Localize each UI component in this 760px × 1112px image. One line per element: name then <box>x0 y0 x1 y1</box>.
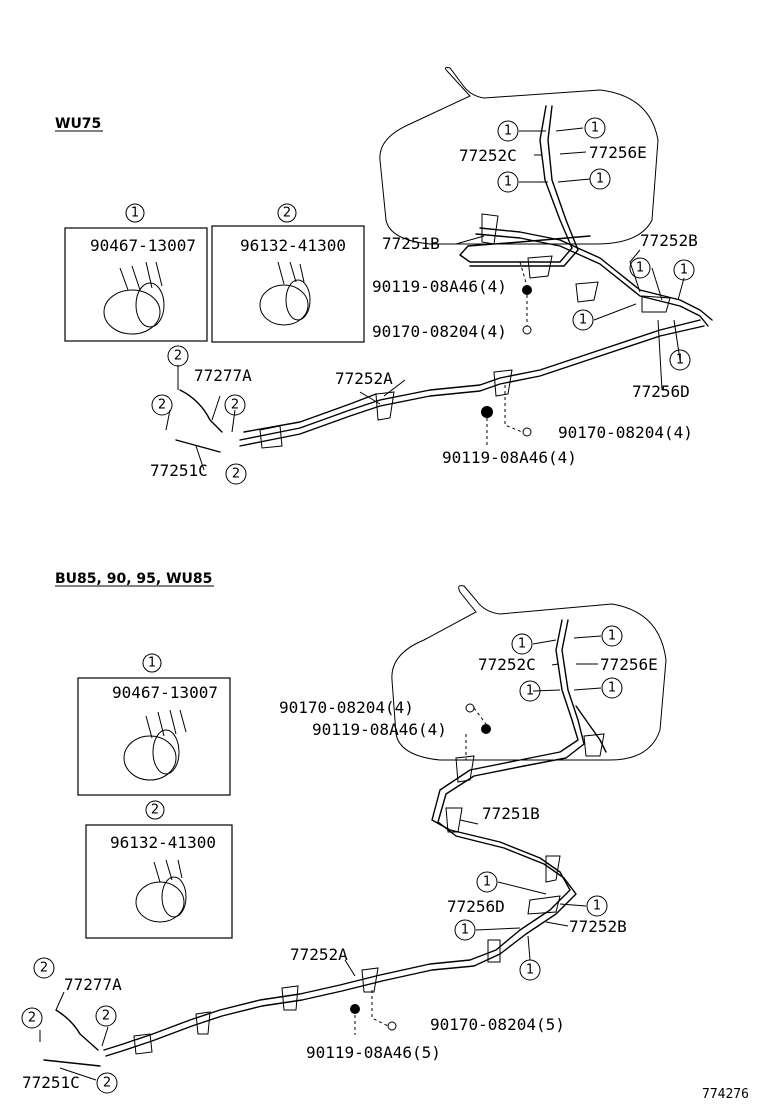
bolt-marker <box>481 406 493 418</box>
clamp-icon <box>123 709 187 781</box>
clamp-icon <box>259 261 311 326</box>
part-label-77252B: 77252B <box>640 231 698 250</box>
part-label-77251B: 77251B <box>382 234 440 253</box>
detail-box <box>211 225 365 343</box>
part-label-bolt: 90119-08A46(5) <box>306 1043 441 1062</box>
svg-text:2: 2 <box>103 1076 111 1091</box>
callout-circle <box>125 203 145 223</box>
svg-text:2: 2 <box>158 398 166 413</box>
bolt-marker <box>522 285 532 295</box>
svg-text:1: 1 <box>608 629 616 644</box>
clamp-detail-box-1: 1 90467-13007 <box>77 653 231 796</box>
nut-marker <box>522 427 532 437</box>
fuel-tank-outline <box>379 67 659 245</box>
part-label-bolt: 90119-08A46(4) <box>442 448 577 467</box>
part-label-bolt: 90119-08A46(4) <box>312 720 447 739</box>
nut-marker <box>465 703 475 713</box>
part-label-77252C: 77252C <box>478 655 536 674</box>
clamp-detail-box-2: 2 96132-41300 <box>211 203 365 343</box>
part-label-77252B: 77252B <box>569 917 627 936</box>
clamp-part-number: 90467-13007 <box>112 683 218 702</box>
svg-text:2: 2 <box>28 1011 36 1026</box>
svg-text:1: 1 <box>591 121 599 136</box>
callout-number: 2 <box>283 206 291 221</box>
nut-marker <box>522 325 532 335</box>
leader-lines <box>39 635 602 1081</box>
svg-text:2: 2 <box>102 1009 110 1024</box>
svg-text:1: 1 <box>593 899 601 914</box>
brake-tube-assembly-bottom <box>43 619 607 1067</box>
part-label-77277A: 77277A <box>64 975 122 994</box>
svg-text:2: 2 <box>40 961 48 976</box>
part-label-77251C: 77251C <box>22 1073 80 1092</box>
section-bu85: BU85, 90, 95, WU85 1 90467-13007 2 96132… <box>21 571 667 1094</box>
part-label-bolt: 90119-08A46(4) <box>372 277 507 296</box>
callout-number: 1 <box>131 206 139 221</box>
part-label-77252C: 77252C <box>459 146 517 165</box>
leader-dashed <box>354 707 487 1035</box>
part-label-77256E: 77256E <box>589 143 647 162</box>
part-label-77252A: 77252A <box>290 945 348 964</box>
svg-text:1: 1 <box>461 923 469 938</box>
svg-text:1: 1 <box>676 353 684 368</box>
section-wu75: WU75 1 90467-13007 2 96132-41300 <box>55 67 713 485</box>
detail-box <box>77 677 231 796</box>
svg-text:2: 2 <box>232 467 240 482</box>
part-label-77256D: 77256D <box>447 897 505 916</box>
nut-marker <box>387 1021 397 1031</box>
callouts-bottom: 1 1 1 1 1 1 1 1 2 2 2 2 <box>21 625 623 1094</box>
detail-box <box>64 227 208 342</box>
part-label-nut: 90170-08204(5) <box>430 1015 565 1034</box>
part-label-nut: 90170-08204(4) <box>279 698 414 717</box>
svg-text:1: 1 <box>680 263 688 278</box>
callout-circle <box>145 800 165 820</box>
svg-text:1: 1 <box>526 963 534 978</box>
svg-text:1: 1 <box>608 681 616 696</box>
svg-text:1: 1 <box>518 637 526 652</box>
figure-id: 774276 <box>702 1087 749 1102</box>
part-label-77252A: 77252A <box>335 369 393 388</box>
part-label-nut: 90170-08204(4) <box>372 322 507 341</box>
variant-label-bu85: BU85, 90, 95, WU85 <box>55 571 212 587</box>
part-label-77251C: 77251C <box>150 461 208 480</box>
part-label-77277A: 77277A <box>194 366 252 385</box>
detail-box <box>85 824 233 939</box>
svg-text:1: 1 <box>483 875 491 890</box>
leader-dashed <box>486 261 528 445</box>
fuel-tank-outline <box>391 585 667 761</box>
callout-circle <box>142 653 162 673</box>
clamp-part-number: 96132-41300 <box>110 833 216 852</box>
callout-circle <box>277 203 297 223</box>
part-label-77251B: 77251B <box>482 804 540 823</box>
clamp-detail-box-1: 1 90467-13007 <box>64 203 208 342</box>
callout-number: 2 <box>151 803 159 818</box>
svg-text:2: 2 <box>231 398 239 413</box>
svg-text:2: 2 <box>174 349 182 364</box>
bolt-marker <box>350 1004 360 1014</box>
svg-text:1: 1 <box>504 124 512 139</box>
variant-label-wu75: WU75 <box>55 116 101 132</box>
part-label-77256D: 77256D <box>632 382 690 401</box>
clamp-icon <box>135 859 187 923</box>
callouts-top: 1 1 1 1 1 1 1 1 2 2 2 2 <box>151 117 695 485</box>
part-label-nut: 90170-08204(4) <box>558 423 693 442</box>
brake-tube-assembly-top <box>175 105 713 453</box>
svg-text:1: 1 <box>596 172 604 187</box>
svg-text:1: 1 <box>526 684 534 699</box>
clamp-part-number: 96132-41300 <box>240 236 346 255</box>
svg-text:1: 1 <box>579 313 587 328</box>
leader-lines <box>165 127 685 471</box>
bolt-marker <box>481 724 491 734</box>
part-label-77256E: 77256E <box>600 655 658 674</box>
clamp-detail-box-2: 2 96132-41300 <box>85 800 233 939</box>
callout-number: 1 <box>148 656 156 671</box>
clamp-icon <box>103 261 165 335</box>
clamp-part-number: 90467-13007 <box>90 236 196 255</box>
svg-text:1: 1 <box>504 175 512 190</box>
svg-text:1: 1 <box>636 261 644 276</box>
